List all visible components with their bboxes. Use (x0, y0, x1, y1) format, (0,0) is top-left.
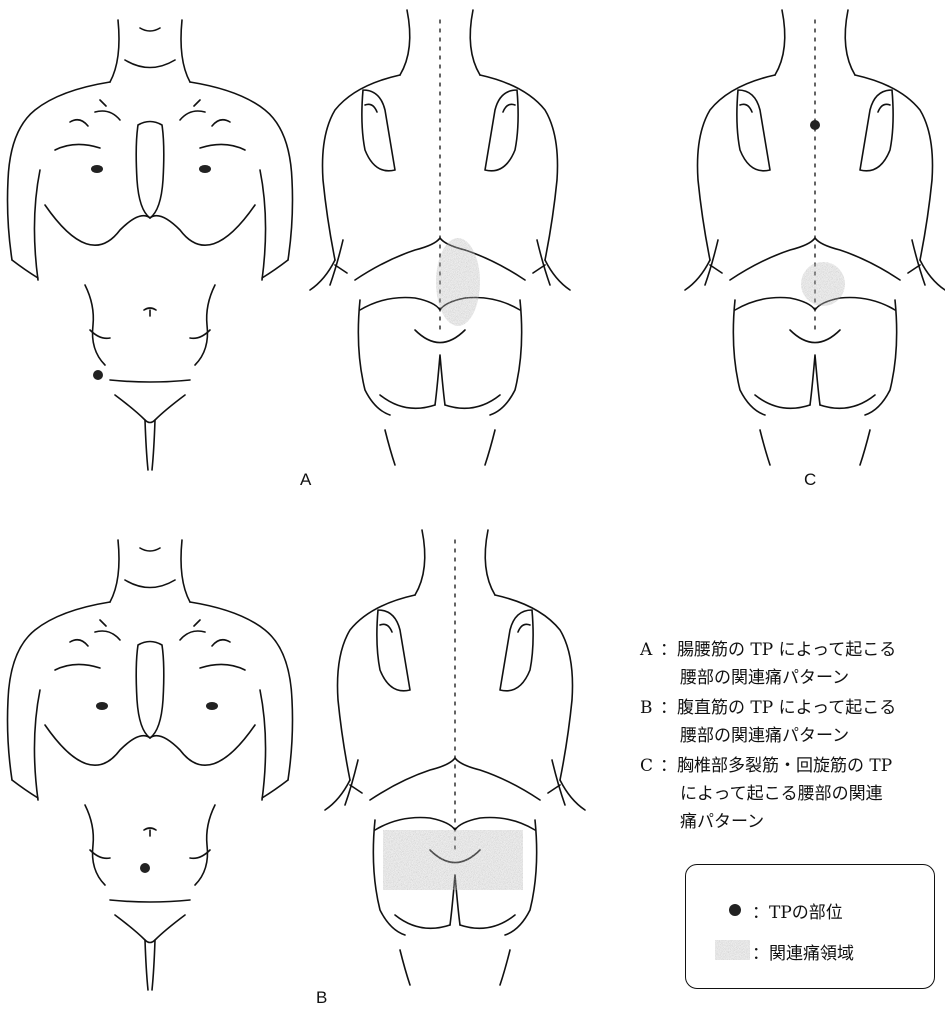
caption-c: C：胸椎部多裂筋・回旋筋の TP によって起こる腰部の関連 痛パターン (640, 752, 896, 836)
panel-label-c: C (804, 470, 816, 490)
caption-b-colon: ： (660, 694, 677, 722)
panel-a-referred-area (436, 238, 480, 326)
caption-block: A：腸腰筋の TP によって起こる 腰部の関連痛パターン B：腹直筋の TP に… (640, 636, 896, 836)
panel-c-referred-area (801, 262, 845, 306)
caption-c-line3: 痛パターン (640, 808, 896, 836)
caption-b: B：腹直筋の TP によって起こる 腰部の関連痛パターン (640, 694, 896, 750)
panel-b-referred-area (383, 830, 523, 890)
caption-a-line1: 腸腰筋の TP によって起こる (677, 636, 896, 664)
panel-a-tp-dot-groin (93, 370, 103, 380)
caption-c-colon: ： (660, 752, 677, 780)
panel-b-front (8, 540, 293, 990)
caption-a-colon: ： (660, 636, 677, 664)
panel-label-b: B (316, 988, 327, 1008)
caption-b-key: B (640, 694, 660, 722)
panel-b-tp-dot-chest-left (96, 702, 108, 710)
panel-c-back (685, 10, 945, 465)
caption-c-line2: によって起こる腰部の関連 (640, 780, 896, 808)
caption-c-line1: 胸椎部多裂筋・回旋筋の TP (677, 752, 892, 780)
panel-a-front (8, 20, 293, 470)
caption-c-key: C (640, 752, 660, 780)
panel-a-tp-dot-chest-left (91, 165, 103, 173)
panel-label-a: A (300, 470, 311, 490)
caption-b-line2: 腰部の関連痛パターン (640, 722, 896, 750)
caption-a-line2: 腰部の関連痛パターン (640, 664, 896, 692)
legend-box (685, 864, 935, 989)
panel-a-tp-dot-chest-right (199, 165, 211, 173)
panel-a-back (310, 10, 570, 465)
legend-referred-label: ：関連痛領域 (752, 939, 854, 964)
panel-b-tp-dot-chest-right (206, 702, 218, 710)
panel-b-tp-dot-abdomen (140, 863, 150, 873)
panel-b-back (325, 530, 585, 985)
caption-a-key: A (640, 636, 660, 664)
caption-b-line1: 腹直筋の TP によって起こる (677, 694, 896, 722)
legend-tp-label: ：TPの部位 (752, 898, 843, 923)
caption-a: A：腸腰筋の TP によって起こる 腰部の関連痛パターン (640, 636, 896, 692)
panel-c-tp-dot (810, 120, 820, 130)
